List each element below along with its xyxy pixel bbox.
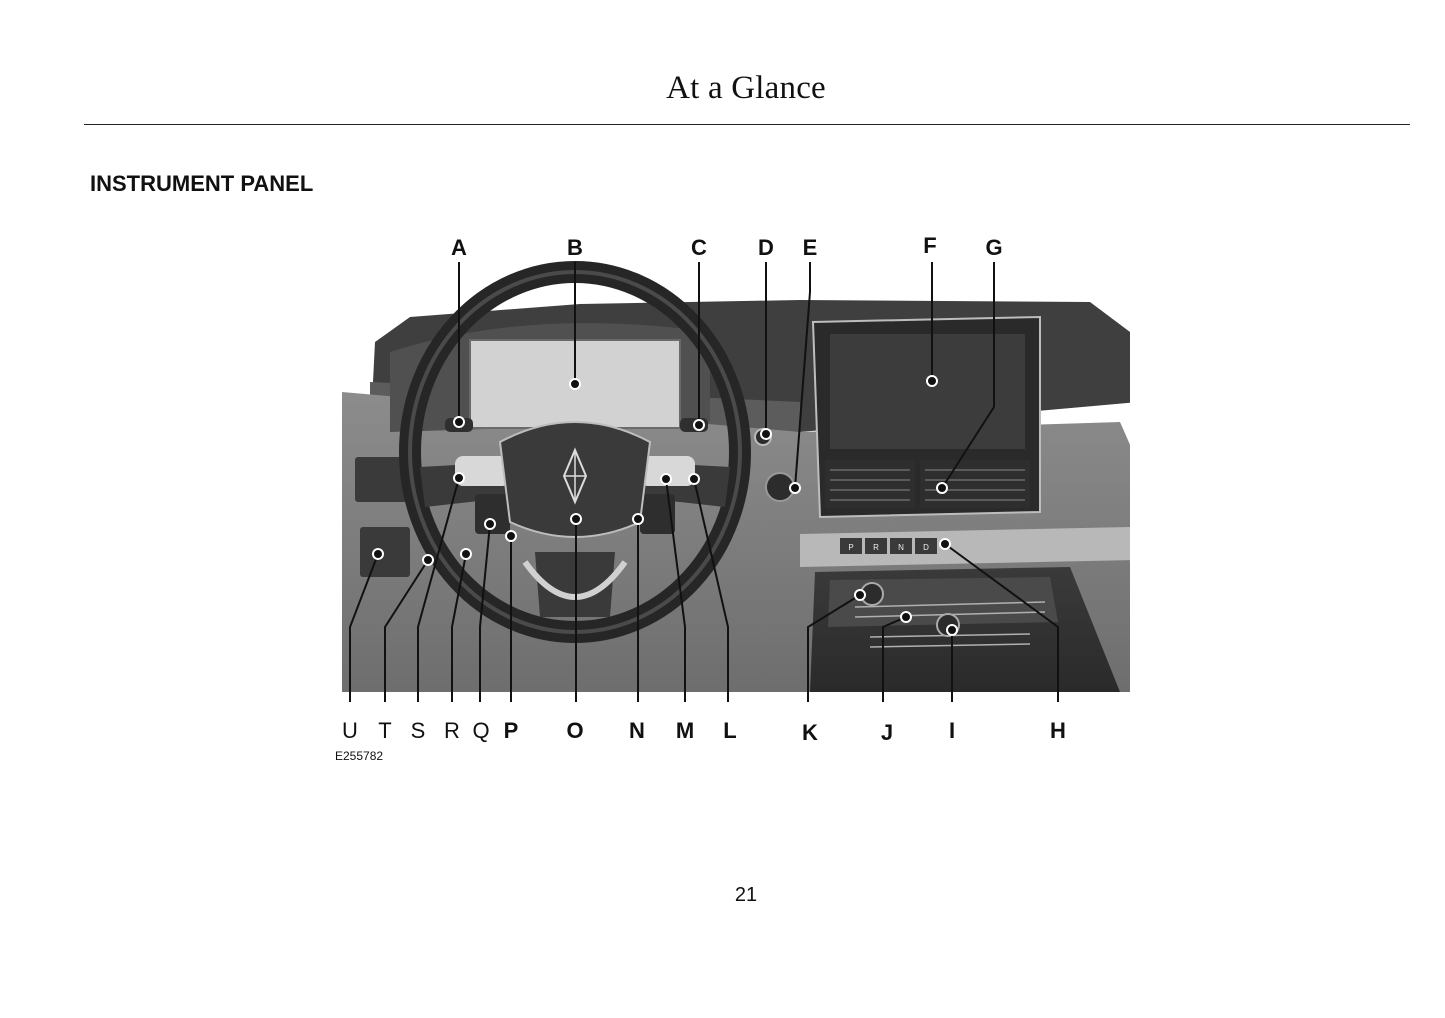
callout-label-l: L — [723, 718, 736, 743]
callout-label-p: P — [504, 718, 519, 743]
header-divider — [84, 124, 1410, 125]
callout-label-b: B — [567, 235, 583, 260]
callout-label-r: R — [444, 718, 460, 743]
callout-dots — [372, 375, 958, 636]
gear-label-p: P — [848, 543, 853, 552]
page-header-title: At a Glance — [666, 70, 826, 106]
callout-label-u: U — [342, 718, 358, 743]
callout-label-o: O — [566, 718, 583, 743]
callout-leader-lines — [349, 262, 1059, 702]
callout-label-t: T — [378, 718, 391, 743]
callout-label-s: S — [411, 718, 426, 743]
gear-label-d: D — [923, 543, 929, 552]
callout-label-a: A — [451, 235, 467, 260]
callout-label-q: Q — [472, 718, 489, 743]
callout-label-f: F — [923, 233, 936, 258]
callout-label-m: M — [676, 718, 694, 743]
callout-label-c: C — [691, 235, 707, 260]
callout-label-h: H — [1050, 718, 1066, 743]
callout-label-n: N — [629, 718, 645, 743]
callout-label-e: E — [803, 235, 818, 260]
instrument-panel-figure: P R N D — [330, 222, 1130, 767]
section-heading: INSTRUMENT PANEL — [90, 171, 314, 196]
callout-label-d: D — [758, 235, 774, 260]
callout-label-i: I — [949, 718, 955, 743]
figure-code: E255782 — [335, 749, 383, 763]
page-number: 21 — [734, 884, 758, 906]
callout-label-j: J — [881, 720, 893, 745]
gear-label-r: R — [873, 543, 879, 552]
callout-label-g: G — [985, 235, 1002, 260]
gear-label-n: N — [898, 543, 904, 552]
callout-label-k: K — [802, 720, 818, 745]
dashboard-illustration: P R N D — [342, 261, 1130, 692]
